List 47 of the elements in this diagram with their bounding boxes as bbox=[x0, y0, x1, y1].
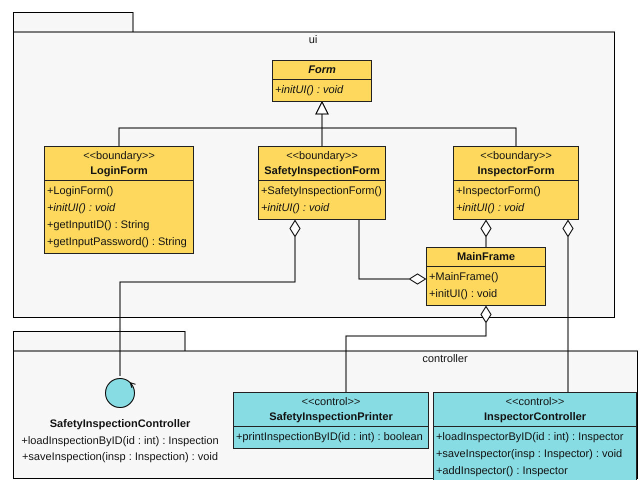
package-frame bbox=[13, 12, 615, 318]
stereotype-label: <<boundary>> bbox=[479, 149, 553, 164]
class-name: SafetyInspectionController bbox=[48, 417, 192, 432]
method-text: +InspectorForm() bbox=[456, 184, 542, 199]
method-text: +SafetyInspectionForm() bbox=[261, 184, 383, 199]
class-name: Form bbox=[307, 63, 337, 78]
aggregation-line bbox=[120, 220, 300, 376]
method-text: +loadInspectorByID(id : int) : Inspector bbox=[436, 430, 624, 445]
class-name: MainFrame bbox=[456, 250, 516, 265]
method-text: +initUI() : void bbox=[275, 83, 344, 98]
method-text: +getInputID() : String bbox=[47, 218, 150, 233]
method-text: +saveInspection(insp : Inspection) : void bbox=[21, 450, 219, 465]
class-box bbox=[433, 392, 637, 480]
class-name: SafetyInspectionPrinter bbox=[268, 410, 394, 425]
class-name: InspectorForm bbox=[476, 164, 556, 179]
method-text: +printInspectionByID(id : int) : boolean bbox=[236, 430, 424, 445]
stereotype-label: <<boundary>> bbox=[285, 149, 359, 164]
stereotype-label: <<control>> bbox=[300, 395, 362, 410]
class-name: InspectorController bbox=[482, 410, 588, 425]
class-name: SafetyInspectionForm bbox=[263, 164, 381, 179]
class-box bbox=[426, 247, 546, 306]
class-box bbox=[453, 146, 579, 220]
package-frame bbox=[13, 331, 638, 479]
package-name: ui bbox=[308, 34, 318, 46]
aggregation-line bbox=[346, 306, 492, 392]
generalization-arrow bbox=[316, 102, 516, 146]
package-name: controller bbox=[422, 353, 468, 365]
method-text: +initUI() : void bbox=[47, 201, 116, 216]
method-text: +initUI() : void bbox=[456, 201, 526, 216]
aggregation-line bbox=[358, 220, 426, 284]
class-box bbox=[233, 392, 429, 449]
aggregation-line bbox=[480, 220, 492, 248]
method-text: +MainFrame() bbox=[429, 270, 500, 285]
method-text: +loadInspectionByID(id : int) : Inspection bbox=[20, 434, 220, 449]
stereotype-label: <<boundary>> bbox=[82, 149, 156, 164]
aggregation-line bbox=[562, 220, 574, 392]
method-text: +getInputPassword() : String bbox=[47, 235, 188, 250]
method-text: +addInspector() : Inspector bbox=[436, 464, 569, 479]
class-box bbox=[272, 60, 372, 102]
stereotype-label: <<control>> bbox=[504, 395, 566, 410]
class-box bbox=[44, 146, 194, 254]
method-text: +saveInspector(insp : Inspector) : void bbox=[436, 447, 624, 462]
method-text: +initUI() : void bbox=[261, 201, 330, 216]
method-text: +LoginForm() bbox=[47, 184, 114, 199]
class-box bbox=[258, 146, 386, 220]
method-text: +initUI() : void bbox=[429, 287, 498, 302]
class-name: LoginForm bbox=[89, 164, 149, 179]
